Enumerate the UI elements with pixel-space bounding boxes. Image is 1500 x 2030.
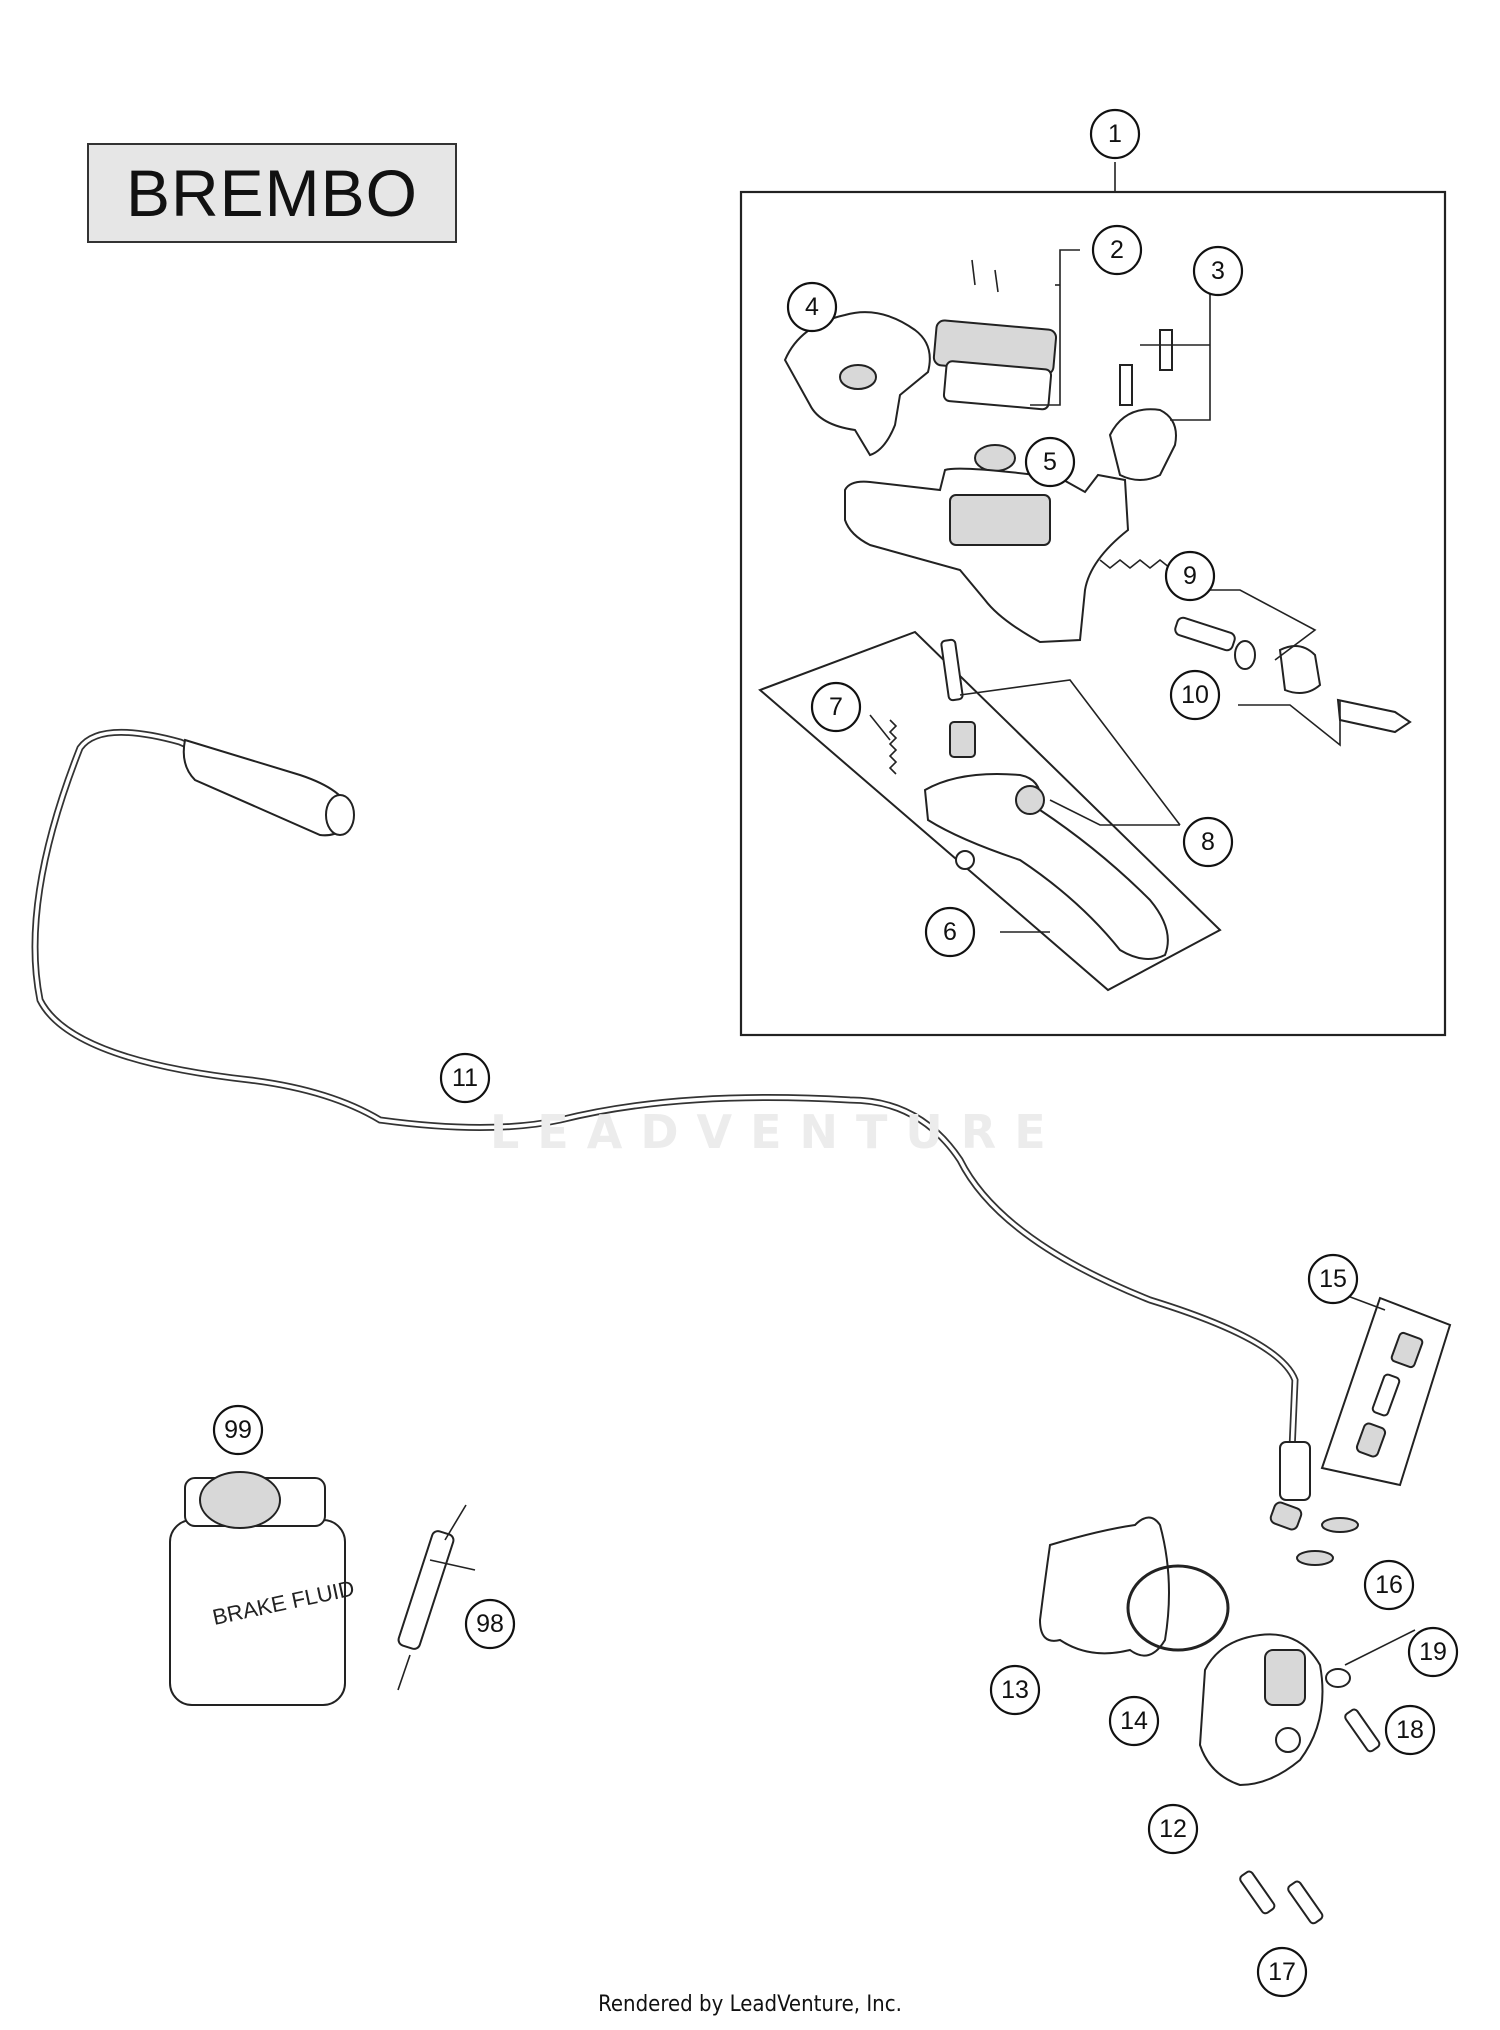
watermark: LEADVENTURE — [490, 1105, 1064, 1159]
callout-label-11: 11 — [452, 1064, 478, 1092]
bolt-part — [1344, 1708, 1381, 1753]
hose-fitting-bottom-part — [1269, 1441, 1311, 1531]
callout-98: 98 — [464, 1598, 516, 1650]
callout-14: 14 — [1108, 1695, 1160, 1747]
callout-8: 8 — [1182, 816, 1234, 868]
callout-label-16: 16 — [1375, 1571, 1403, 1599]
washer-part — [1321, 1517, 1359, 1533]
diaphragm-part — [974, 444, 1016, 472]
callout-1: 1 — [1089, 108, 1141, 160]
callout-6: 6 — [924, 906, 976, 958]
callout-label-10: 10 — [1181, 681, 1209, 709]
slave-cylinder-part — [1198, 1633, 1324, 1787]
brake-fluid-can-part — [169, 1471, 346, 1706]
assembly-box-frame — [739, 190, 1447, 1037]
callout-18: 18 — [1384, 1704, 1436, 1756]
callout-label-15: 15 — [1319, 1265, 1347, 1293]
callout-label-9: 9 — [1183, 562, 1197, 590]
bleeder-kit-frame — [1320, 1296, 1452, 1487]
callout-19: 19 — [1407, 1626, 1459, 1678]
callout-label-13: 13 — [1001, 1676, 1029, 1704]
callout-3: 3 — [1192, 245, 1244, 297]
callout-99: 99 — [212, 1404, 264, 1456]
callout-label-98: 98 — [476, 1610, 504, 1638]
callout-11: 11 — [439, 1052, 491, 1104]
hose-fitting-top-part — [182, 738, 355, 837]
callout-17: 17 — [1256, 1946, 1308, 1998]
callout-label-2: 2 — [1110, 236, 1124, 264]
callout-label-12: 12 — [1159, 1815, 1187, 1843]
callout-5: 5 — [1024, 436, 1076, 488]
lever-pin-part — [940, 638, 964, 702]
callout-label-8: 8 — [1201, 828, 1215, 856]
callout-label-19: 19 — [1419, 1638, 1447, 1666]
callout-label-3: 3 — [1211, 257, 1225, 285]
dust-boot-part — [1234, 640, 1412, 734]
brand-label: BREMBO — [87, 143, 457, 243]
callout-10: 10 — [1169, 669, 1221, 721]
callout-label-7: 7 — [829, 693, 843, 721]
callout-label-4: 4 — [805, 293, 819, 321]
callout-label-5: 5 — [1043, 448, 1057, 476]
syringe-part — [397, 1504, 476, 1691]
clutch-lever-part — [923, 773, 1169, 960]
reservoir-cover-part — [783, 311, 931, 457]
lever-kit-frame — [758, 630, 1222, 992]
master-cylinder-body-part — [844, 467, 1130, 644]
callout-7: 7 — [810, 681, 862, 733]
callout-2: 2 — [1091, 224, 1143, 276]
reservoir-cap-part — [932, 259, 1058, 411]
callout-9: 9 — [1164, 550, 1216, 602]
footer-credit: Rendered by LeadVenture, Inc. — [598, 1992, 902, 2017]
callout-13: 13 — [989, 1664, 1041, 1716]
lever-spring-part — [888, 719, 898, 775]
callout-label-18: 18 — [1396, 1716, 1424, 1744]
callout-label-1: 1 — [1108, 120, 1122, 148]
callout-label-99: 99 — [224, 1416, 252, 1444]
gasket-part — [1038, 1516, 1170, 1657]
bleeder-valve-part — [1355, 1331, 1424, 1458]
callout-label-17: 17 — [1268, 1958, 1296, 1986]
callout-4: 4 — [786, 281, 838, 333]
callout-16: 16 — [1363, 1559, 1415, 1611]
bushing-part — [949, 721, 976, 758]
callout-label-6: 6 — [943, 918, 957, 946]
callout-label-14: 14 — [1120, 1707, 1148, 1735]
o-ring-part — [1126, 1564, 1230, 1652]
clutch-hose-part — [31, 728, 1299, 1454]
callout-15: 15 — [1307, 1253, 1359, 1305]
callout-12: 12 — [1147, 1803, 1199, 1855]
piston-spring-part — [1099, 558, 1236, 652]
clamp-part — [1108, 329, 1177, 481]
